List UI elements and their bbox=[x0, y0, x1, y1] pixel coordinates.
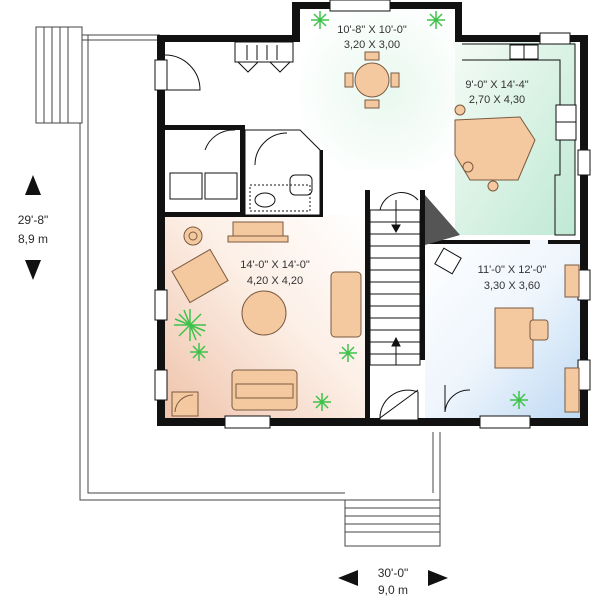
arrow-left-icon bbox=[338, 570, 358, 586]
arrow-down-icon bbox=[25, 260, 41, 280]
kitchen-counter bbox=[462, 43, 577, 236]
depth-imperial: 29'-8" bbox=[18, 213, 49, 227]
living-label-metric: 4,20 X 4,20 bbox=[247, 275, 303, 287]
dining-label-imperial: 10'-8" X 10'-0" bbox=[337, 24, 407, 36]
office-label-metric: 3,30 X 3,60 bbox=[484, 280, 540, 292]
side-stairs bbox=[35, 26, 83, 124]
stair-landing bbox=[425, 195, 460, 245]
front-stairs bbox=[344, 499, 441, 547]
width-metric: 9,0 m bbox=[378, 583, 408, 597]
depth-dimension: 29'-8" 8,9 m bbox=[18, 175, 49, 280]
dining-table bbox=[344, 51, 400, 109]
walls bbox=[157, 2, 588, 426]
kitchen-island bbox=[454, 104, 536, 192]
office-label-imperial: 11'-0" X 12'-0" bbox=[478, 264, 547, 276]
arrow-right-icon bbox=[428, 570, 448, 586]
staircase bbox=[369, 192, 421, 366]
windows bbox=[154, 0, 591, 429]
kitchen-label-metric: 2,70 X 4,30 bbox=[469, 94, 525, 106]
office-furniture bbox=[434, 247, 580, 413]
width-dimension: 30'-0" 9,0 m bbox=[338, 566, 448, 597]
dining-label-metric: 3,20 X 3,00 bbox=[344, 39, 400, 51]
entry-door bbox=[164, 54, 201, 91]
bathroom bbox=[244, 129, 321, 216]
laundry bbox=[169, 129, 238, 200]
porch bbox=[79, 34, 441, 501]
front-door bbox=[379, 385, 471, 421]
depth-metric: 8,9 m bbox=[18, 232, 48, 246]
living-furniture bbox=[171, 221, 362, 417]
width-imperial: 30'-0" bbox=[378, 566, 409, 580]
arrow-up-icon bbox=[25, 175, 41, 195]
living-label-imperial: 14'-0" X 14'-0" bbox=[240, 259, 310, 271]
plants bbox=[174, 11, 528, 411]
kitchen-label-imperial: 9'-0" X 14'-4" bbox=[465, 79, 528, 91]
closet bbox=[234, 41, 294, 73]
